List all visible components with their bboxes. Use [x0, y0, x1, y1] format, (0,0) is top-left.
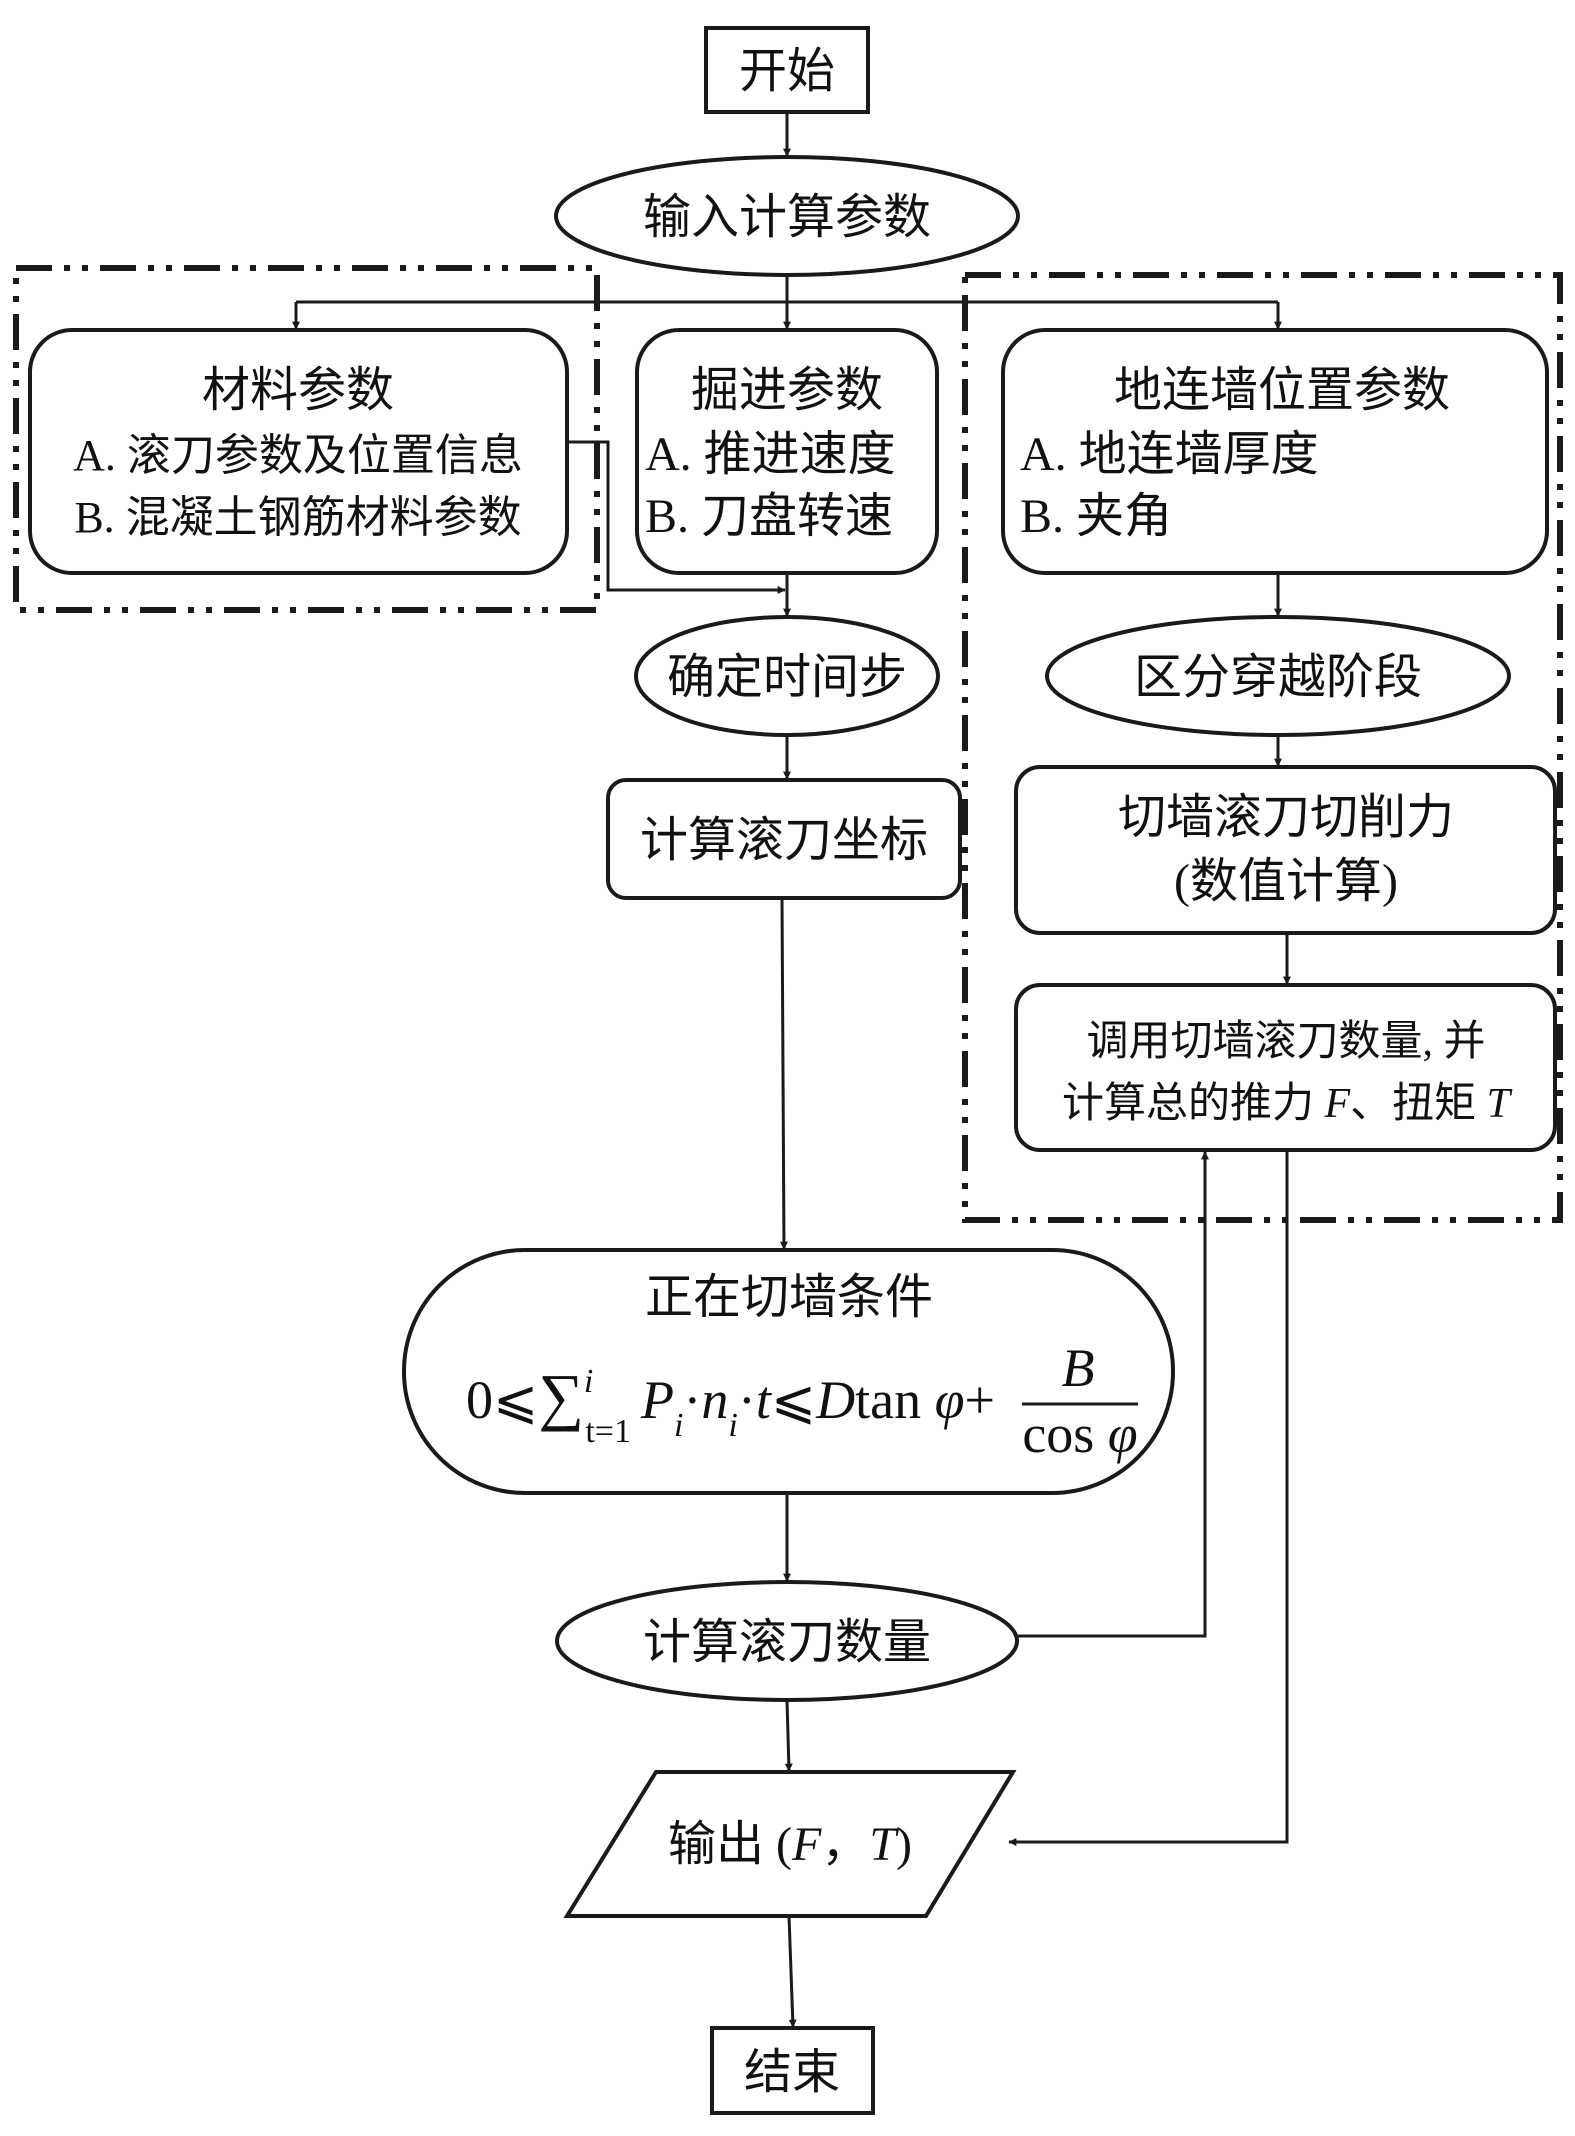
condition-fraction-denominator: cos φ: [1022, 1404, 1137, 1464]
excavation-params-node: 掘进参数 A. 推进速度 B. 刀盘转速: [635, 328, 939, 575]
arrow-coords-to-condition: [779, 897, 788, 1250]
material-title: 材料参数: [202, 364, 394, 417]
condition-title: 正在切墙条件: [645, 1271, 933, 1324]
end-node: 结束: [710, 2026, 875, 2115]
wall-position-line-a: A. 地连墙厚度: [1020, 428, 1319, 481]
material-params-node: 材料参数 A. 滚刀参数及位置信息 B. 混凝土钢筋材料参数: [28, 328, 569, 575]
cutter-count-node: 计算滚刀数量: [555, 1580, 1019, 1702]
arrow-output-to-end: [787, 1915, 797, 2028]
input-params-node: 输入计算参数: [554, 155, 1020, 277]
call-count-node: 调用切墙滚刀数量, 并 计算总的推力 F、扭矩 T: [1014, 983, 1557, 1152]
stage-node: 区分穿越阶段: [1045, 615, 1511, 737]
cutter-coords-label: 计算滚刀坐标: [640, 814, 928, 867]
material-line-a: A. 滚刀参数及位置信息: [73, 431, 523, 480]
call-count-line2: 计算总的推力 F、扭矩 T: [1062, 1081, 1513, 1127]
arrow-count-to-output: [784, 1699, 793, 1772]
wall-group-frame: [962, 272, 1563, 1223]
time-step-node: 确定时间步: [634, 615, 940, 737]
output-label: 输出 (F，T): [668, 1818, 912, 1871]
cutting-force-node: 切墙滚刀切削力 (数值计算): [1014, 765, 1557, 935]
excavation-title: 掘进参数: [691, 364, 883, 417]
connector-material-to-timestep: [567, 440, 786, 594]
cutting-force-line1: 切墙滚刀切削力: [1118, 791, 1454, 844]
wall-position-line-b: B. 夹角: [1020, 490, 1172, 543]
input-params-label: 输入计算参数: [643, 191, 931, 244]
connector-count-to-call: [1018, 1151, 1209, 1638]
start-label: 开始: [739, 45, 835, 98]
cutter-coords-node: 计算滚刀坐标: [606, 778, 962, 900]
cutting-force-line2: (数值计算): [1174, 855, 1398, 908]
material-line-b: B. 混凝土钢筋材料参数: [74, 493, 521, 542]
stage-label: 区分穿越阶段: [1134, 651, 1422, 704]
wall-position-title: 地连墙位置参数: [1114, 364, 1450, 417]
call-count-line1: 调用切墙滚刀数量, 并: [1086, 1019, 1485, 1065]
wall-position-params-node: 地连墙位置参数 A. 地连墙厚度 B. 夹角: [1001, 328, 1549, 575]
time-step-label: 确定时间步: [667, 651, 907, 704]
start-node: 开始: [704, 26, 870, 114]
excavation-line-b: B. 刀盘转速: [645, 490, 893, 543]
excavation-line-a: A. 推进速度: [645, 428, 896, 481]
output-node: 输出 (F，T): [563, 1770, 1017, 1918]
cutter-count-label: 计算滚刀数量: [643, 1616, 931, 1669]
end-label: 结束: [744, 2046, 840, 2099]
connector-call-to-output: [1008, 1150, 1289, 1846]
condition-fraction-numerator: B: [1062, 1338, 1095, 1398]
